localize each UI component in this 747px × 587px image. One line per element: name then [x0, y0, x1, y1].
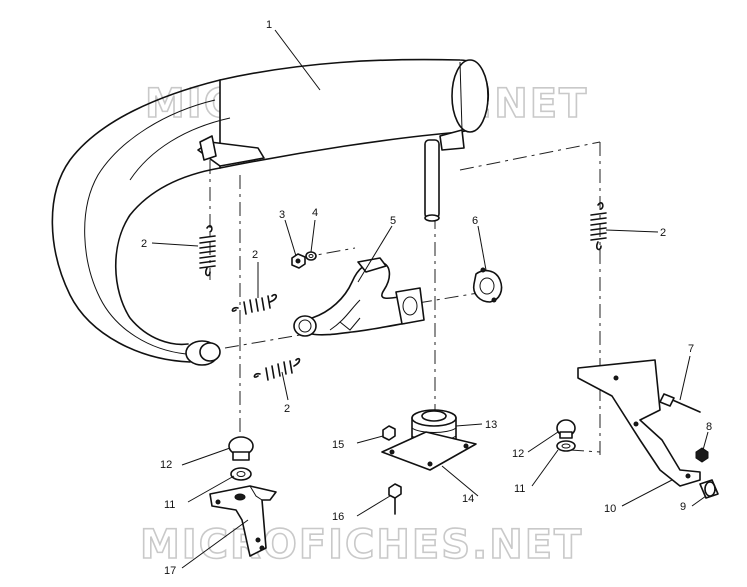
y-pipe-5: [293, 257, 425, 337]
callout-leaders: [151, 29, 709, 569]
callout-12-right: 12: [512, 448, 524, 460]
callout-14: 14: [462, 493, 474, 505]
nut-8: [695, 447, 709, 463]
callout-4: 4: [312, 207, 318, 219]
callout-12-left: 12: [160, 459, 172, 471]
callout-11-left: 11: [164, 499, 175, 511]
callout-7: 7: [688, 343, 694, 355]
callout-15: 15: [332, 439, 344, 451]
bolt-16: [388, 483, 402, 515]
callout-3: 3: [279, 209, 285, 221]
plate-14: [381, 431, 477, 471]
callout-16: 16: [332, 511, 344, 523]
nut-3: [291, 253, 306, 269]
nut-15: [382, 425, 396, 441]
grommet-12-left: [228, 436, 254, 461]
callout-17: 17: [164, 565, 176, 577]
callout-8: 8: [706, 421, 712, 433]
spring-upper-left: [199, 225, 216, 277]
bracket-17: [209, 485, 277, 557]
callout-6: 6: [472, 215, 478, 227]
callout-2-right: 2: [660, 227, 666, 239]
callout-11-right: 11: [514, 483, 525, 495]
callout-labels: 1 2 2 2 2 3 4 5 6 7 8 9 10 11 11 12 12 1…: [141, 19, 712, 577]
bracket-10: [577, 359, 701, 487]
callout-10: 10: [604, 503, 616, 515]
spring-right: [590, 202, 607, 251]
spring-middle-left: [231, 293, 278, 315]
watermark-bottom: MICROFICHES.NET: [140, 522, 583, 568]
callout-2-middle-left: 2: [252, 249, 258, 261]
grommet-12-right: [556, 419, 576, 439]
callout-2-upper-left: 2: [141, 238, 147, 250]
callout-9: 9: [680, 501, 686, 513]
callout-13: 13: [485, 419, 497, 431]
spacer-9: [699, 479, 719, 499]
washer-11-right: [556, 440, 576, 452]
bolt-7: [659, 393, 701, 413]
callout-5: 5: [390, 215, 396, 227]
washer-4: [305, 251, 317, 261]
callout-2-lower-left: 2: [284, 403, 290, 415]
spring-lower-left: [253, 357, 301, 381]
muffler-assembly: [51, 58, 489, 366]
gasket-6: [472, 267, 503, 303]
washer-11-left: [230, 467, 252, 481]
callout-1: 1: [266, 19, 272, 31]
assembly-centerlines: [209, 141, 601, 460]
